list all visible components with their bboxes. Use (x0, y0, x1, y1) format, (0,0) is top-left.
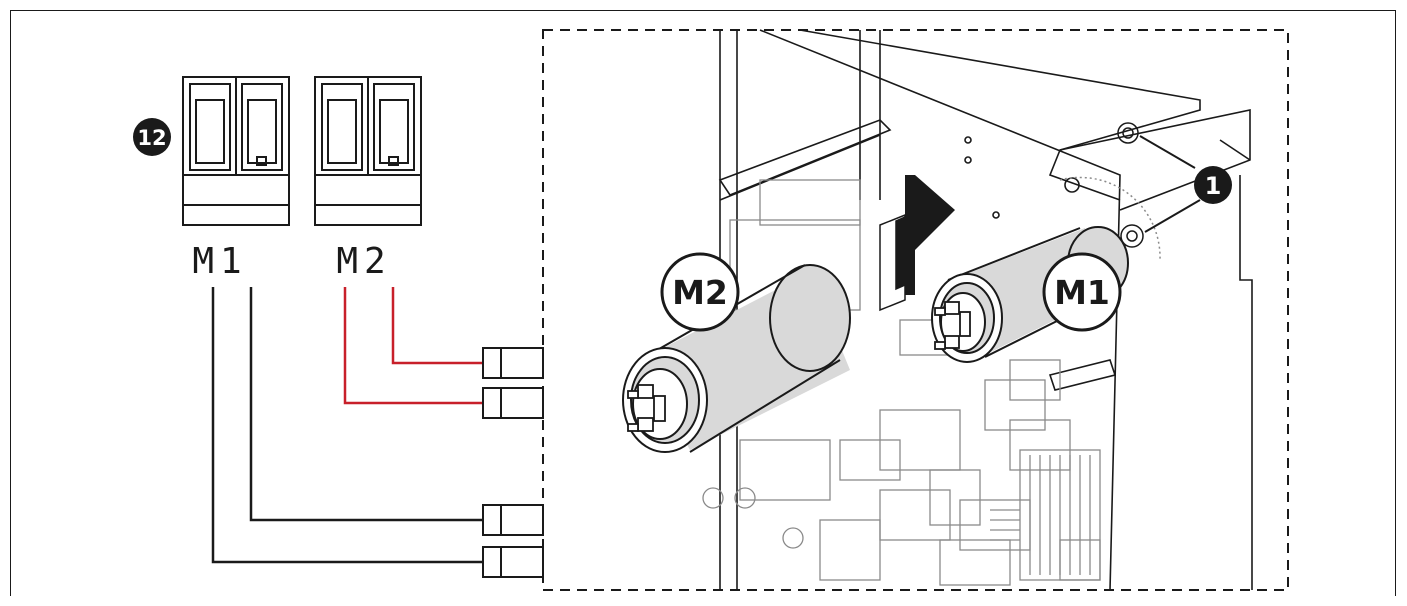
capacitor-m2-badge-text: M2 (672, 273, 728, 312)
m1-wires (211, 287, 485, 564)
connector-set (482, 347, 544, 578)
capacitor-m1-badge (1042, 252, 1122, 332)
m2-wires (343, 287, 485, 405)
terminal-m2-label: M2 (336, 241, 391, 282)
insertion-arrow (905, 175, 955, 295)
callout-12-text: 12 (137, 126, 166, 150)
control-unit-housing (718, 29, 1253, 591)
capacitor-m2 (622, 264, 851, 453)
thermal-protection-knobs (1059, 122, 1161, 261)
callout-1-text: 1 (1205, 172, 1222, 200)
thermal-leader-lines (1139, 135, 1201, 233)
callout-1-badge (1194, 166, 1232, 204)
capacitor-m2-badge (660, 252, 740, 332)
capacitor-m1-badge-text: M1 (1054, 273, 1110, 312)
detail-window (542, 29, 1289, 591)
figure-frame (10, 10, 1396, 596)
relay-stack (879, 213, 906, 312)
terminal-block-m2 (314, 76, 422, 226)
terminal-m1-label: M1 (192, 241, 247, 282)
terminal-block-m1 (182, 76, 290, 226)
callout-12-badge (133, 118, 171, 156)
